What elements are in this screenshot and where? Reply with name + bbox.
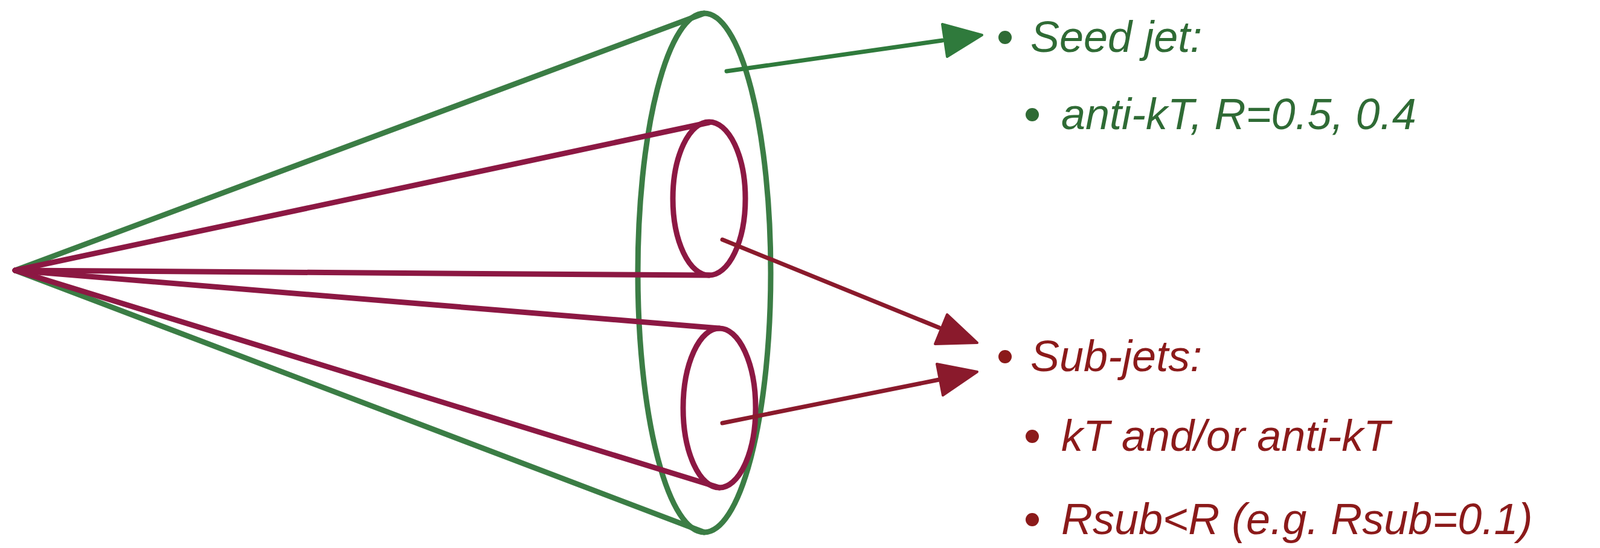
bullet-dot: [1025, 513, 1039, 527]
parameter-label: kT and/or anti-kT: [1061, 412, 1390, 461]
pointer-arrows: [722, 24, 983, 424]
bullet-dot: [998, 350, 1012, 364]
sub-jet-cones: [15, 122, 756, 489]
parameter-label: Rsub<R (e.g. Rsub=0.1): [1061, 495, 1533, 544]
bullet-dot: [1025, 430, 1039, 444]
parameter-label: anti-kT, R=0.5, 0.4: [1061, 90, 1417, 139]
seed-jet-cone: [15, 13, 771, 533]
heading-label: Seed jet:: [1030, 13, 1202, 62]
heading-label: Sub-jets:: [1030, 332, 1202, 381]
bullet-dot: [1025, 108, 1039, 122]
bullet-dot: [998, 30, 1012, 45]
